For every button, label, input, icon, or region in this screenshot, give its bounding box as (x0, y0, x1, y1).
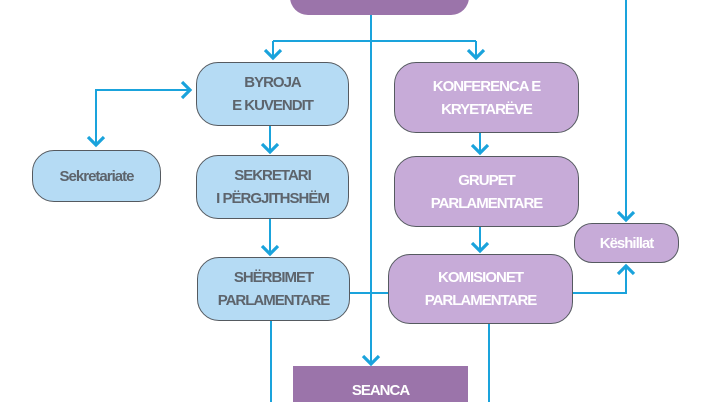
node-keshillat: Këshillat (574, 223, 679, 263)
node-label: SEANCA (351, 382, 410, 399)
node-komisionet: KOMISIONET PARLAMENTARE (388, 254, 573, 324)
node-grupet: GRUPET PARLAMENTARE (394, 156, 579, 227)
node-sherbimet: SHËRBIMET PARLAMENTARE (197, 257, 350, 321)
node-sekretariate: Sekretariate (32, 150, 161, 202)
node-label: Sekretariate (59, 167, 135, 185)
node-label: KONFERENCA E (432, 77, 541, 95)
node-label: SEKRETARI (234, 167, 312, 184)
node-label: PARLAMENTARE (430, 194, 544, 212)
top-node (290, 0, 469, 15)
arrow-sekretariate-byroja (95, 80, 193, 145)
node-label: I PËRGJITHSHËM (216, 190, 330, 207)
node-label: E KUVENDIT (232, 97, 314, 114)
node-label: SHËRBIMET (233, 269, 314, 286)
node-seanca: SEANCA (293, 366, 468, 402)
arrow-komisionet-keshillat (573, 263, 636, 294)
node-byroja: BYROJA E KUVENDIT (196, 62, 349, 126)
node-label: KOMISIONET (437, 269, 524, 286)
node-label: PARLAMENTARE (217, 292, 331, 309)
node-label: BYROJA (244, 74, 302, 91)
node-label: GRUPET (458, 171, 516, 189)
node-sekretari: SEKRETARI I PËRGJITHSHËM (196, 155, 349, 219)
node-label: KRYETARËVE (441, 100, 533, 118)
node-label: PARLAMENTARE (424, 292, 538, 309)
node-konferenca: KONFERENCA E KRYETARËVE (394, 62, 579, 133)
node-label: Këshillat (599, 234, 655, 252)
